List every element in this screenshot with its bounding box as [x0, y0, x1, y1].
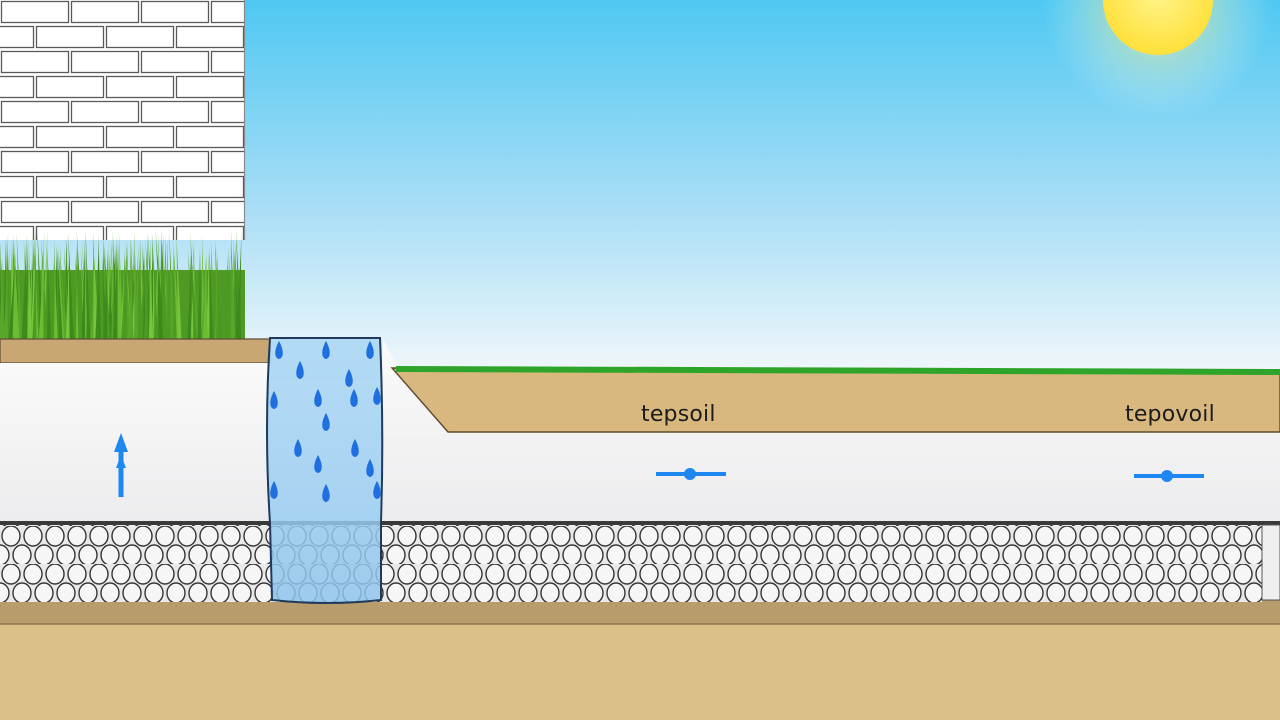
topsoil-label-right: tepovoil: [1125, 402, 1215, 427]
water-drop-icon: [366, 341, 374, 359]
concrete-slab-left: [0, 363, 270, 523]
grass-line: [395, 366, 1280, 375]
water-drop-icon: [270, 481, 278, 499]
water-drop-icon: [322, 341, 330, 359]
water-drop-icon: [314, 455, 322, 473]
water-drop-icon: [322, 484, 330, 502]
flow-marker-icon: [656, 468, 726, 480]
water-drop-icon: [350, 389, 358, 407]
water-drop-icon: [366, 459, 374, 477]
brick-wall: [0, 0, 246, 240]
concrete-slab-right: [383, 339, 1280, 523]
water-drop-icon: [373, 387, 381, 405]
water-drop-icon: [373, 481, 381, 499]
water-drop-icon: [294, 439, 302, 457]
water-drop-icon: [351, 439, 359, 457]
gravel-layer: [0, 522, 1262, 602]
water-drop-icon: [314, 389, 322, 407]
sun-icon: [1043, 0, 1273, 119]
water-drop-icon: [322, 413, 330, 431]
upward-arrow-icon: [114, 433, 128, 497]
flow-marker-icon: [1134, 470, 1204, 482]
topsoil-label-left: tepsoil: [641, 402, 716, 427]
water-drop-icon: [296, 361, 304, 379]
subsoil-band: [0, 600, 1280, 624]
grass-patch: [0, 228, 245, 342]
water-channel: [266, 337, 384, 604]
water-drop-icon: [270, 391, 278, 409]
grass-soil-strip: [0, 338, 271, 364]
water-drop-icon: [275, 341, 283, 359]
water-drop-icon: [345, 369, 353, 387]
